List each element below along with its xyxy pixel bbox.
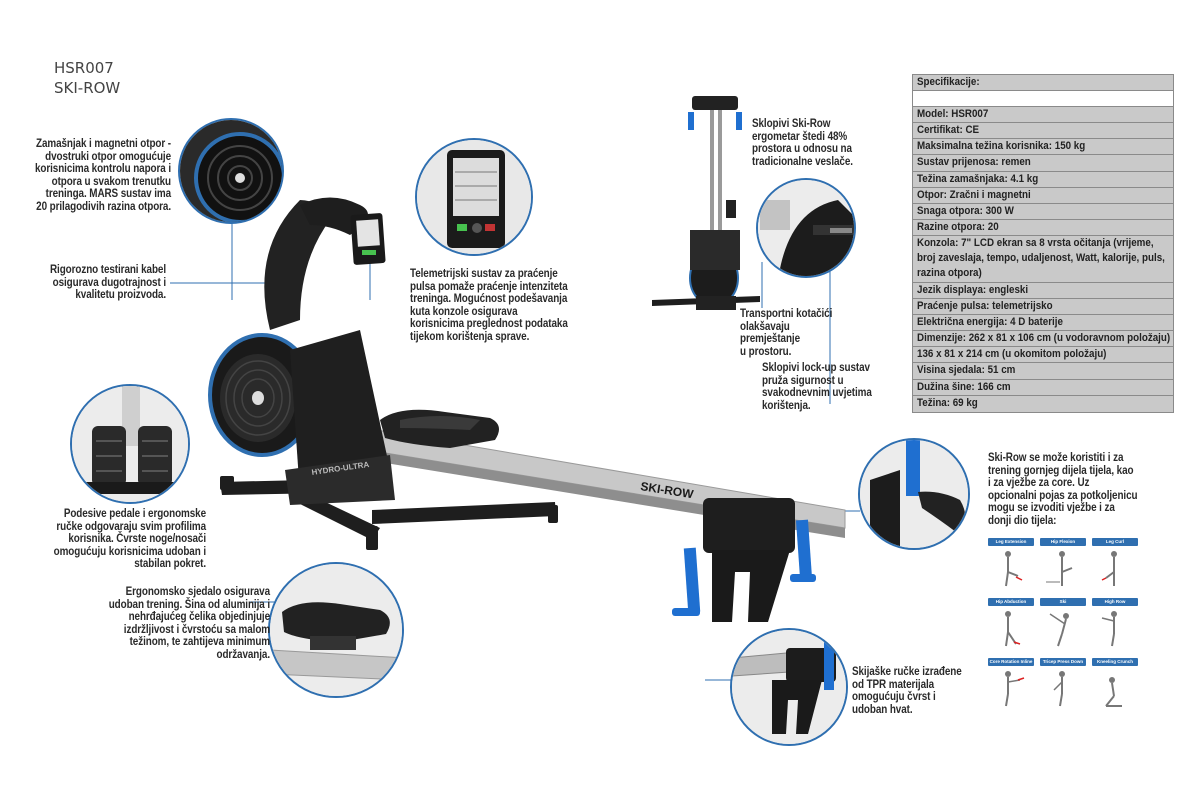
callout-skirow-use: Ski-Row se može koristiti i za trening g… (988, 452, 1138, 527)
spec-row: Težina zamašnjaka: 4.1 kg (913, 171, 1173, 188)
exercise-figure (1046, 551, 1073, 586)
spec-row: Model: HSR007 (913, 107, 1173, 124)
spec-row: Električna energija: 4 D baterije (913, 315, 1173, 332)
exercise-tile: Leg Extension (988, 538, 1034, 590)
callout-cable: Rigorozno testirani kabel osigurava dugo… (49, 264, 166, 301)
spec-row: 136 x 81 x 214 cm (u okomitom položaju) (913, 347, 1173, 364)
flywheel-detail-image (180, 120, 282, 222)
exercise-label: Ski (1040, 598, 1086, 606)
callout-telemetry: Telemetrijski sustav za praćenje pulsa p… (410, 268, 568, 343)
exercise-figure (1049, 613, 1069, 647)
exercise-tile: Hip Abduction (988, 598, 1034, 650)
spec-title: Specifikacije: (913, 75, 1173, 92)
rear-detail-circle (730, 628, 848, 746)
console-arm (300, 197, 386, 265)
model-code: HSR007 (54, 59, 114, 77)
spec-row: Praćenje pulsa: telemetrijsko (913, 299, 1173, 316)
exercise-label: High Row (1092, 598, 1138, 606)
rear-detail-image (732, 630, 846, 744)
spec-row: Dimenzije: 262 x 81 x 106 cm (u vodoravn… (913, 331, 1173, 348)
flywheel-detail-circle (178, 118, 284, 224)
callout-flywheel: Zamašnjak i magnetni otpor - dvostruki o… (34, 138, 171, 213)
rear-stand (672, 498, 816, 622)
exercise-label: Tricep Press Down (1040, 658, 1086, 666)
lockup-detail-image (758, 180, 854, 276)
exercise-tile: Kneeling Crunch (1092, 658, 1138, 710)
model-name: SKI-ROW (54, 79, 121, 97)
exercise-figure (1053, 671, 1065, 707)
callout-pedals: Podesive pedale i ergonomske ručke odgov… (53, 508, 207, 570)
callout-foldable: Sklopivi Ski-Row ergometar štedi 48% pro… (752, 118, 853, 168)
exercise-label: Hip Abduction (988, 598, 1034, 606)
exercise-tile: Tricep Press Down (1040, 658, 1086, 710)
callout-seat: Ergonomsko sjedalo osigurava udoban tren… (108, 586, 270, 661)
seat (380, 409, 499, 448)
exercise-figure (1005, 551, 1023, 587)
spec-row: Certifikat: CE (913, 123, 1173, 140)
exercise-tile: Ski (1040, 598, 1086, 650)
exercise-figure (1101, 551, 1117, 586)
spec-row: Težina: 69 kg (913, 395, 1173, 412)
pedals-detail-image (72, 386, 188, 502)
exercise-label: Leg Extension (988, 538, 1034, 546)
seat-detail-circle (268, 562, 404, 698)
exercise-label: Core Rotation Inline (988, 658, 1034, 666)
folded-machine (652, 96, 760, 310)
callout-lockup: Sklopivi lock-up sustav pruža sigurnost … (762, 362, 872, 412)
spec-row: Konzola: 7" LCD ekran sa 8 vrsta očitanj… (913, 235, 1173, 283)
exercise-tile: High Row (1092, 598, 1138, 650)
flywheel-housing (208, 200, 395, 505)
seat-detail-image (270, 564, 402, 696)
exercise-tile: Leg Curl (1092, 538, 1138, 590)
exercise-figure (1105, 677, 1122, 707)
spec-row: Visina sjedala: 51 cm (913, 363, 1173, 380)
lockup-detail-circle (756, 178, 856, 278)
exercise-label: Leg Curl (1092, 538, 1138, 546)
callout-wheels: Transportni kotačići olakšavaju premješt… (740, 308, 833, 358)
exercise-label: Kneeling Crunch (1092, 658, 1138, 666)
spec-row: Jezik displaya: engleski (913, 282, 1173, 300)
spec-row: Razine otpora: 20 (913, 219, 1173, 236)
callout-handles: Skijaške ručke izrađene od TPR materijal… (852, 666, 962, 716)
pedals-detail-circle (70, 384, 190, 504)
spec-row: Snaga otpora: 300 W (913, 203, 1173, 220)
exercise-tile: Hip Flexion (1040, 538, 1086, 590)
spec-table: Specifikacije: Model: HSR007 Certifikat:… (912, 74, 1174, 413)
exercise-figure (1101, 611, 1117, 647)
exercise-label: Hip Flexion (1040, 538, 1086, 546)
spec-row: Dužina šine: 166 cm (913, 379, 1173, 396)
spec-row: Sustav prijenosa: remen (913, 155, 1173, 172)
console-detail-image (417, 140, 531, 254)
exercise-figure (1005, 671, 1025, 707)
spec-row: Otpor: Zračni i magnetni (913, 187, 1173, 204)
handle-detail-circle (858, 438, 970, 550)
model-header: HSR007 SKI-ROW (54, 58, 120, 98)
spec-spacer (913, 91, 1173, 108)
exercise-tile: Core Rotation Inline (988, 658, 1034, 710)
handle-detail-image (860, 440, 968, 548)
console-detail-circle (415, 138, 533, 256)
exercise-figure (1005, 611, 1021, 647)
spec-row: Maksimalna težina korisnika: 150 kg (913, 139, 1173, 156)
